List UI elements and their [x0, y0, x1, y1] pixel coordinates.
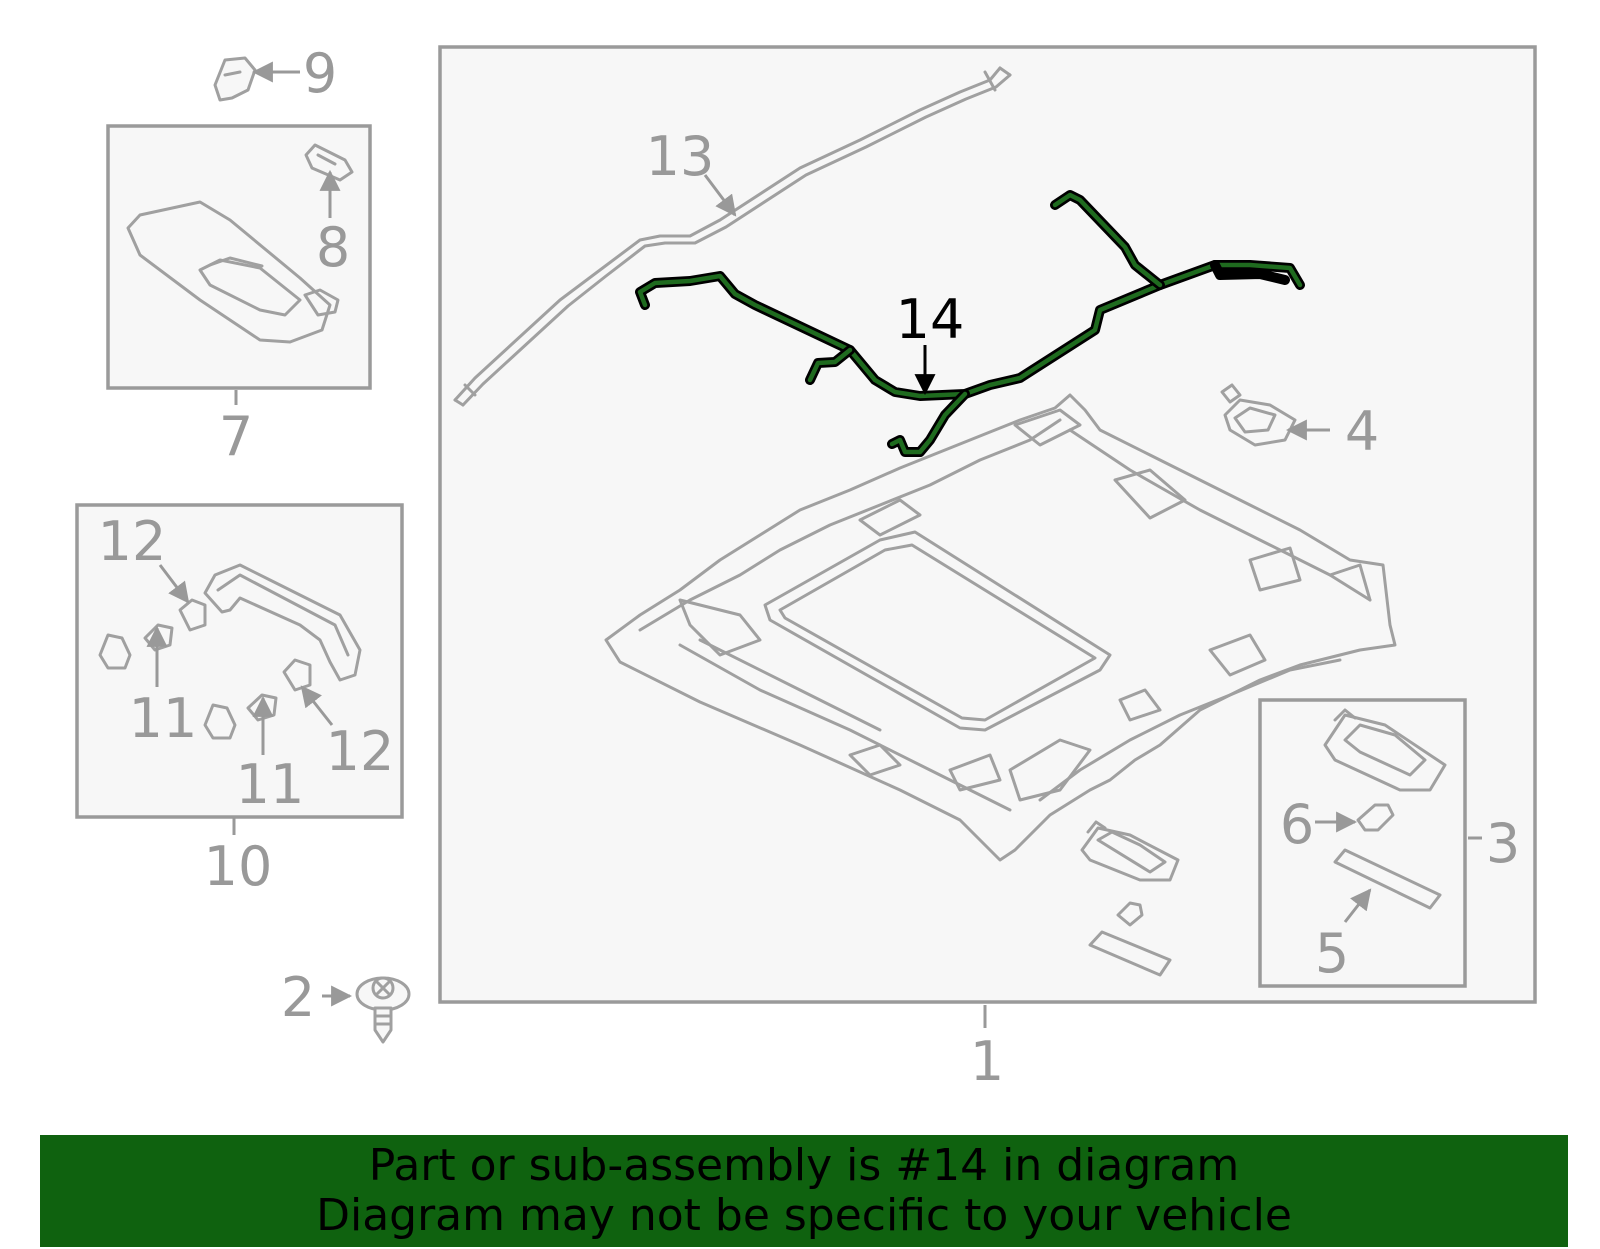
banner-line-1: Part or sub-assembly is #14 in diagram [368, 1140, 1240, 1191]
callout-13: 13 [646, 125, 715, 188]
grab-handle-part-10 [203, 563, 362, 682]
callout-3: 3 [1486, 812, 1520, 875]
roof-rail-part-13 [453, 66, 1012, 407]
callout-6: 6 [1280, 793, 1314, 856]
wire-harness-part-14 [635, 190, 1305, 457]
callout-11a: 11 [129, 687, 198, 750]
headliner-panel [604, 393, 1397, 862]
part-info-banner: Part or sub-assembly is #14 in diagram D… [40, 1135, 1568, 1247]
handle-cover-part-12 [178, 598, 312, 692]
clip-part-9 [213, 56, 257, 102]
callout-8: 8 [316, 216, 350, 279]
banner-line-2: Diagram may not be specific to your vehi… [316, 1190, 1292, 1241]
callout-12b: 12 [326, 720, 395, 783]
callout-7: 7 [219, 405, 253, 468]
callout-2: 2 [281, 966, 315, 1029]
leader-lines [146, 61, 1482, 1028]
callout-14: 14 [896, 288, 965, 351]
visor-clip-part-8 [304, 143, 354, 182]
callout-5: 5 [1315, 922, 1349, 985]
callout-4: 4 [1345, 400, 1379, 463]
vanity-lamp-bulb [1116, 901, 1144, 927]
callout-1: 1 [970, 1030, 1004, 1093]
callout-12a: 12 [98, 510, 167, 573]
vanity-lamp-housing [1080, 820, 1180, 882]
vanity-lamp-lens [1088, 930, 1172, 977]
bulb-part-6 [1356, 803, 1395, 832]
callout-10: 10 [204, 835, 273, 898]
lens-part-5 [1333, 848, 1442, 910]
callout-11b: 11 [236, 753, 305, 816]
callout-9: 9 [303, 42, 337, 105]
map-lamp-part-3 [1323, 708, 1447, 792]
screw-part-2 [355, 976, 411, 1044]
sun-visor-part-7 [126, 200, 340, 344]
callout-labels: 1 2 3 4 5 6 7 8 9 10 11 11 12 12 13 14 [98, 42, 1521, 1093]
handle-bracket [98, 633, 237, 740]
